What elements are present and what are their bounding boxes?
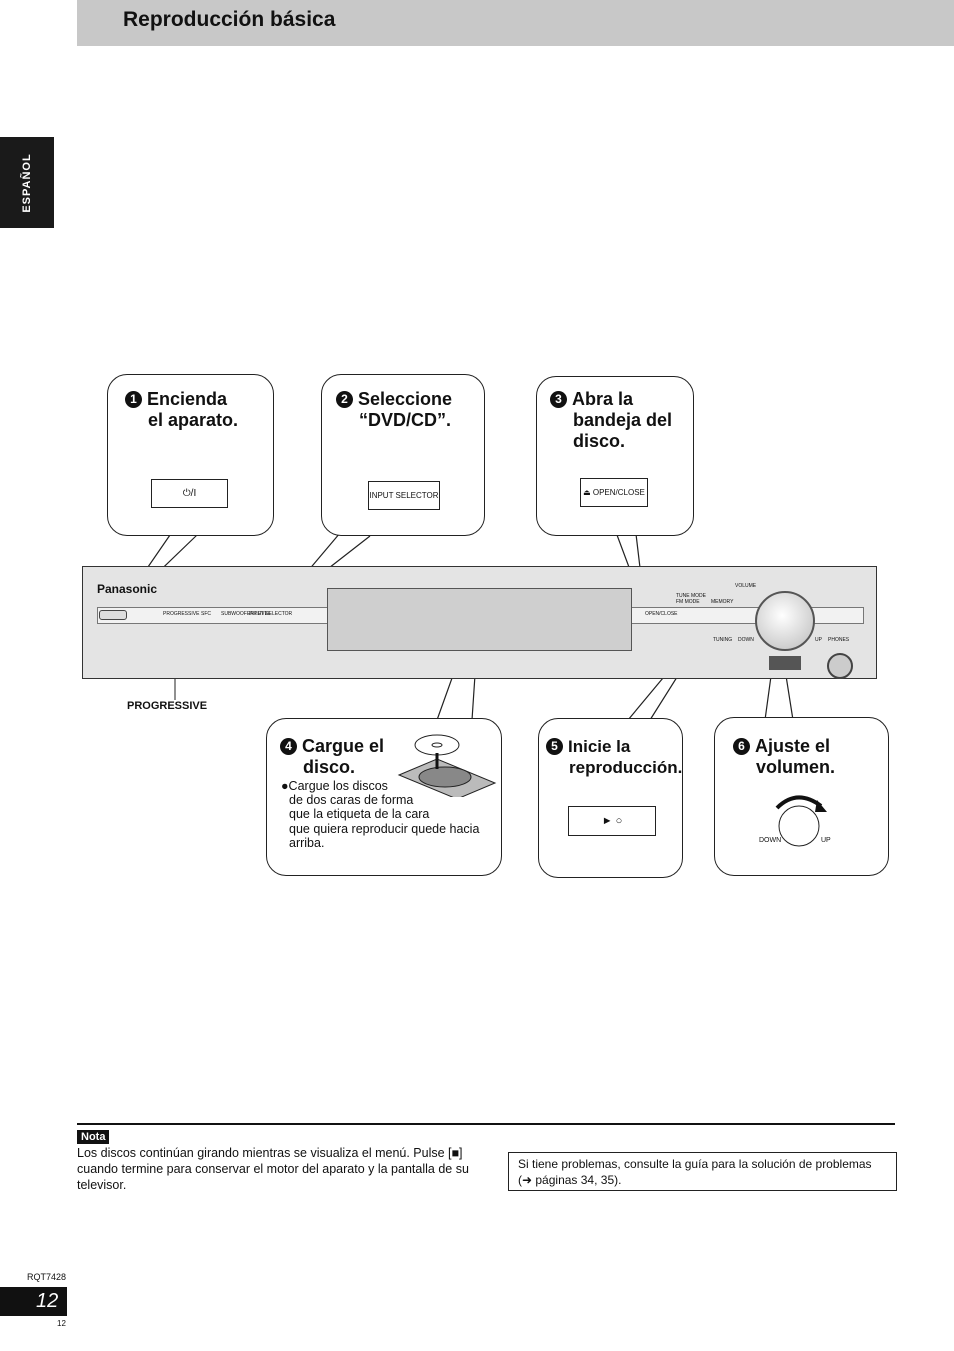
step-4-title-line1: Cargue el [302, 736, 385, 756]
open-close-panel-label: OPEN/CLOSE [645, 611, 678, 617]
play-button-illustration: ► ○ [568, 806, 656, 836]
step-6-title: 6 Ajuste el volumen. [733, 736, 835, 778]
step-6-title-line1: Ajuste el [755, 736, 831, 756]
step-4-number: 4 [280, 738, 297, 755]
step-2-number: 2 [336, 391, 353, 408]
step-4-bubble: 4 Cargue el disco. ●Cargue los discos de … [266, 718, 502, 876]
step-3-title-line2: bandeja del [573, 410, 673, 430]
step-1-number: 1 [125, 391, 142, 408]
knob-up-label: UP [821, 837, 831, 844]
brand-logo: Panasonic [97, 582, 158, 596]
tuning-label: TUNING [713, 637, 733, 643]
troubleshooting-box: Si tiene problemas, consulte la guía par… [508, 1152, 897, 1191]
page-title: Reproducción básica [123, 8, 336, 31]
step-4-bullet: ●Cargue los discos [281, 779, 388, 793]
step-5-bubble: 5 Inicie la reproducción. ► ○ [538, 718, 683, 878]
step-1-bubble: 1 Encienda el aparato. ⏻/I [107, 374, 274, 536]
disc-tray-display [327, 588, 632, 651]
step-3-title-line1: Abra la [572, 389, 634, 409]
phones-label: PHONES [828, 637, 850, 643]
step-6-title-line2: volumen. [756, 757, 836, 777]
step-1-title-line1: Encienda [147, 389, 228, 409]
page-header: Reproducción básica [77, 0, 954, 46]
page-number-small: 12 [57, 1319, 66, 1328]
note-text: Los discos continúan girando mientras se… [77, 1146, 469, 1192]
sensor-window [769, 656, 801, 670]
step-4-body-line2: que la etiqueta de la cara [289, 807, 430, 821]
step-4-title-line2: disco. [303, 757, 356, 777]
step-5-title-line1: Inicie la [568, 737, 631, 756]
volume-label: VOLUME [735, 583, 757, 589]
model-code: RQT7428 [27, 1272, 67, 1282]
step-4-body-line4: arriba. [289, 836, 325, 850]
open-close-illustration: ⏏ OPEN/CLOSE [580, 478, 648, 507]
step-5-title: 5 Inicie la reproducción. [546, 736, 682, 778]
step-6-number: 6 [733, 738, 750, 755]
step-4-body-line3: que quiera reproducir quede hacia [289, 822, 480, 836]
memory-label: MEMORY [711, 599, 734, 605]
page-number: 12 [0, 1287, 67, 1316]
power-button[interactable] [99, 610, 127, 620]
step-6-bubble: 6 Ajuste el volumen. DOWN UP [714, 717, 889, 876]
av-receiver-front-panel: Panasonic PROGRESSIVE SFC SUBWOOFER LEVE… [82, 566, 877, 679]
step-2-title-line2: “DVD/CD”. [359, 410, 452, 430]
sfc-label: SFC [201, 611, 211, 617]
tune-mode-label: TUNE MODE [676, 593, 706, 599]
down-panel-label: DOWN [738, 637, 754, 643]
knob-down-label: DOWN [759, 837, 782, 844]
volume-knob[interactable] [755, 591, 815, 651]
language-tab: ESPAÑOL [0, 137, 54, 228]
step-3-number: 3 [550, 391, 567, 408]
input-selector-panel-label: INPUT SELECTOR [249, 611, 293, 617]
step-2-title-line1: Seleccione [358, 389, 453, 409]
step-2-title: 2 Seleccione “DVD/CD”. [336, 389, 452, 431]
progressive-callout-label: PROGRESSIVE [127, 700, 208, 712]
power-button-illustration: ⏻/I [151, 479, 228, 508]
fm-mode-label: FM MODE [676, 599, 700, 605]
disc-tray-icon [397, 734, 497, 797]
progressive-panel-label: PROGRESSIVE [163, 611, 200, 617]
step-4-title: 4 Cargue el disco. [280, 736, 384, 778]
step-1-title: 1 Encienda el aparato. [125, 389, 238, 431]
up-panel-label: UP [815, 637, 822, 643]
subwoofer-label: SUBWOOFER LEVEL [221, 611, 271, 617]
step-2-bubble: 2 Seleccione “DVD/CD”. INPUT SELECTOR [321, 374, 485, 536]
note-label: Nota [77, 1130, 110, 1144]
step-3-bubble: 3 Abra la bandeja del disco. ⏏ OPEN/CLOSE [536, 376, 694, 536]
note-divider [77, 1123, 895, 1125]
step-4-body-line1: de dos caras de forma [289, 793, 414, 807]
phones-jack[interactable] [827, 653, 853, 679]
step-5-title-line2: reproducción. [569, 758, 683, 777]
step-5-number: 5 [546, 738, 563, 755]
volume-knob-icon [775, 795, 827, 847]
step-1-title-line2: el aparato. [148, 410, 239, 430]
step-3-title-line3: disco. [573, 431, 626, 451]
input-selector-illustration: INPUT SELECTOR [368, 481, 440, 510]
step-3-title: 3 Abra la bandeja del disco. [550, 389, 672, 452]
